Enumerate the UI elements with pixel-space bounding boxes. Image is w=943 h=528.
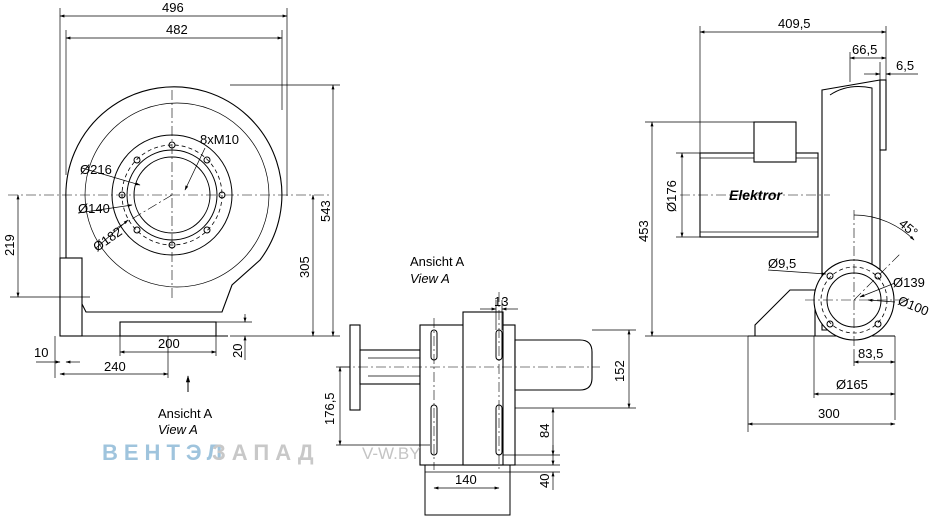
dia-216: Ø216: [80, 162, 112, 177]
dim-10: 10: [34, 345, 48, 360]
dim-305: 305: [297, 256, 312, 278]
bottom-motor: [514, 339, 593, 391]
dia-140: Ø140: [78, 201, 110, 216]
view-a-label-en: View A: [158, 422, 198, 437]
dim-453: 453: [636, 220, 651, 242]
front-view: 496 482: [2, 0, 340, 437]
view-a-label: Ansicht A: [158, 406, 213, 421]
base-foot: [119, 321, 217, 337]
dim-496: 496: [162, 0, 184, 15]
inlet-flange-side: [349, 324, 361, 411]
dim-84: 84: [537, 424, 552, 438]
dim-240: 240: [104, 359, 126, 374]
dim-dia-139: Ø139: [893, 275, 925, 290]
bottom-view-title-en: View A: [410, 271, 450, 286]
watermark-part-c: V-W.BY: [362, 444, 421, 463]
bolt-label: 8xM10: [200, 132, 239, 147]
dim-219: 219: [2, 234, 17, 256]
dim-66-5: 66,5: [852, 42, 877, 57]
dim-40: 40: [537, 474, 552, 488]
dim-176-5: 176,5: [322, 392, 337, 425]
dim-angle-45: 45°: [896, 216, 921, 240]
dim-dia-9-5: Ø9,5: [768, 256, 796, 271]
dim-20: 20: [230, 344, 245, 358]
dim-152: 152: [612, 360, 627, 382]
dim-140: 140: [455, 472, 477, 487]
side-view: Elektror 409,5 66,5 6,5: [636, 16, 931, 432]
dim-13: 13: [494, 294, 508, 309]
dim-dia-176: Ø176: [664, 180, 679, 212]
dim-543: 543: [318, 200, 333, 222]
dim-83-5: 83,5: [858, 346, 883, 361]
bottom-view: Ansicht A View A 13 176,5: [322, 254, 636, 516]
watermark-part-b: ЗАПАД: [212, 440, 320, 465]
pedestal: [754, 289, 816, 337]
dim-482: 482: [166, 22, 188, 37]
dim-dia-100: Ø100: [896, 293, 931, 319]
dim-200: 200: [158, 336, 180, 351]
terminal-box: [753, 121, 797, 163]
bottom-view-title: Ansicht A: [410, 254, 465, 269]
dim-6-5: 6,5: [896, 58, 914, 73]
dim-300: 300: [818, 406, 840, 421]
volute-housing: [65, 86, 283, 313]
watermark-part-a: ВЕНТЭЛ: [102, 440, 228, 465]
dim-409-5: 409,5: [778, 16, 811, 31]
dim-dia-165: Ø165: [836, 377, 868, 392]
watermark: ВЕНТЭЛ ЗАПАД V-W.BY: [102, 440, 421, 465]
